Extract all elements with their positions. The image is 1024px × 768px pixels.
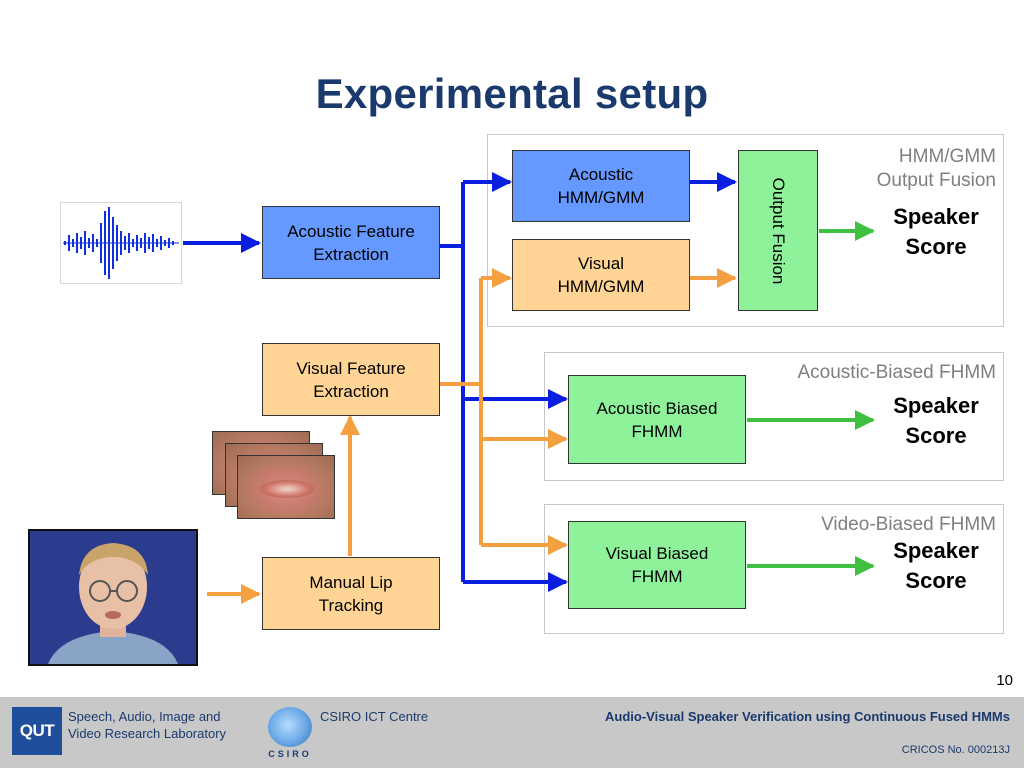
centre-name: CSIRO ICT Centre [320, 709, 429, 724]
page-number: 10 [996, 672, 1013, 689]
footer-bar: QUT Speech, Audio, Image and Video Resea… [0, 697, 1024, 768]
acoustic-biased-fhmm-box: Acoustic Biased FHMM [568, 375, 746, 464]
group-label-acoustic-fhmm: Acoustic-Biased FHMM [797, 362, 997, 383]
audio-waveform-icon [60, 202, 182, 284]
qut-logo: QUT [12, 707, 62, 755]
group-label-video-fhmm: Video-Biased FHMM [821, 514, 996, 535]
manual-lip-tracking-box: Manual Lip Tracking [262, 557, 440, 630]
visual-paths [207, 268, 737, 604]
acoustic-feature-extraction-box: Acoustic Feature Extraction [262, 206, 440, 279]
output-fusion-box [738, 150, 818, 311]
output-fusion-label: Output Fusion [769, 177, 788, 285]
visual-feature-extraction-box: Visual Feature Extraction [262, 343, 440, 416]
csiro-logo-text: CSIRO [268, 749, 312, 759]
slide-title: Experimental setup [315, 70, 709, 117]
lab-name: Speech, Audio, Image and Video Research … [68, 709, 227, 741]
speaker-score-visual-biased: Speaker Score [893, 538, 979, 593]
csiro-logo-icon [268, 707, 312, 747]
visual-biased-fhmm-box: Visual Biased FHMM [568, 521, 746, 609]
speaker-face-photo [28, 529, 198, 666]
cricos-number: CRICOS No. 000213J [901, 744, 1010, 756]
acoustic-hmm-gmm-box: Acoustic HMM/GMM [512, 150, 690, 222]
score-paths [747, 221, 875, 576]
presentation-title: Audio-Visual Speaker Verification using … [605, 709, 1010, 724]
visual-hmm-gmm-box: Visual HMM/GMM [512, 239, 690, 311]
speaker-score-acoustic-biased: Speaker Score [893, 393, 979, 448]
lip-region-image [237, 455, 335, 519]
speaker-score-fusion: Speaker Score [893, 204, 979, 259]
group-label-hmm-fusion: HMM/GMM Output Fusion [876, 146, 996, 191]
